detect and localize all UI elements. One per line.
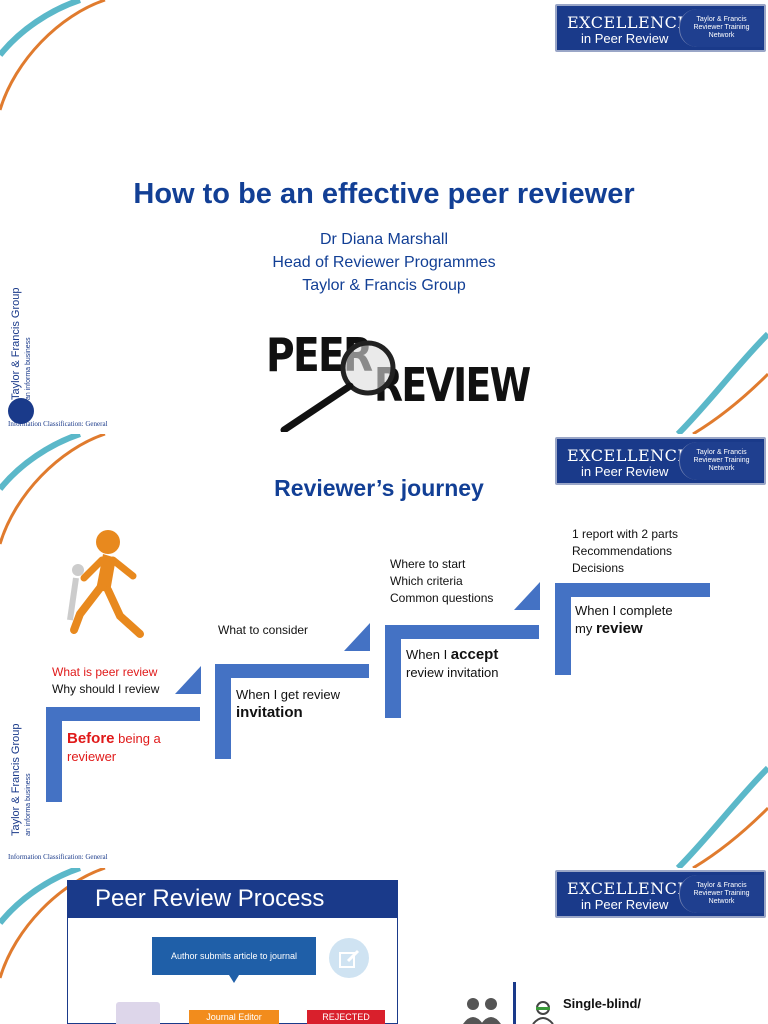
step-4-bar xyxy=(555,583,710,597)
corner-swoosh-top-left xyxy=(0,0,106,111)
logo-excellence: EXCELLENCE xyxy=(567,879,690,898)
brand-informa: an informa business xyxy=(25,337,32,400)
step-4-line-2: Recommendations xyxy=(572,544,673,558)
step-3-bar xyxy=(385,625,539,639)
speaker-role: Head of Reviewer Programmes xyxy=(272,254,496,271)
step-1-caption: Before being a reviewer xyxy=(67,730,161,764)
side-brand: Taylor & Francis Group an informa busine… xyxy=(4,260,32,400)
speech-bubble-icon xyxy=(116,1002,160,1024)
step-1-line-2: Why should I review xyxy=(52,682,160,696)
slide-2-title: Reviewer’s journey xyxy=(274,475,484,501)
side-brand: Taylor & Francis Group an informa busine… xyxy=(4,696,32,836)
speaker-org: Taylor & Francis Group xyxy=(302,277,466,294)
edit-icon xyxy=(329,938,369,978)
logo-network: Taylor & Francis Reviewer Training Netwo… xyxy=(693,16,750,39)
step-4-line-3: Decisions xyxy=(572,561,625,575)
step-2-bar xyxy=(215,664,369,678)
logo-network: Taylor & Francis Reviewer Training Netwo… xyxy=(693,882,750,905)
step-3-line-2: Which criteria xyxy=(390,574,463,588)
speaker-name: Dr Diana Marshall xyxy=(319,231,449,248)
brand-group: Taylor & Francis Group xyxy=(10,287,22,400)
slide-3: EXCELLENCE in Peer Review Taylor & Franc… xyxy=(0,868,768,1024)
corner-swoosh-top-left xyxy=(0,434,106,545)
logo-excellence: EXCELLENCE xyxy=(567,13,690,32)
step-1-bar xyxy=(46,707,200,721)
step-4-post xyxy=(555,583,571,675)
step-3-line-3: Common questions xyxy=(390,591,494,605)
author-submits-box: Author submits article to journal xyxy=(152,937,316,975)
slide-1-title: How to be an effective peer reviewer xyxy=(133,178,635,210)
brand-informa: an informa business xyxy=(25,773,32,836)
step-3-arrow xyxy=(514,582,540,610)
slide-3-title: Peer Review Process xyxy=(67,880,398,918)
logo-in-peer-review: in Peer Review xyxy=(581,464,669,479)
classification-label: Information Classification: General xyxy=(8,853,108,861)
step-2-line-1: What to consider xyxy=(218,623,309,637)
reviewer-icon xyxy=(532,1001,554,1024)
excellence-logo: EXCELLENCE in Peer Review Taylor & Franc… xyxy=(555,870,766,918)
single-blind-label: Single-blind/ xyxy=(563,996,641,1011)
brand-circle-icon xyxy=(8,398,34,424)
down-arrow-icon xyxy=(229,975,239,983)
logo-excellence: EXCELLENCE xyxy=(567,446,690,465)
divider-line xyxy=(513,982,516,1024)
rejected-box: REJECTED xyxy=(307,1010,385,1024)
journal-editor-box: Journal Editor xyxy=(189,1010,279,1024)
people-icon xyxy=(463,998,501,1024)
corner-swoosh-bottom-right xyxy=(675,331,768,434)
peer-review-image: PEER REVIEW xyxy=(266,322,531,432)
step-1-post xyxy=(46,707,62,802)
step-3-line-1: Where to start xyxy=(390,557,466,571)
step-2-post xyxy=(215,664,231,759)
corner-swoosh-top-left xyxy=(0,868,106,979)
corner-swoosh-bottom-right xyxy=(675,765,768,868)
brand-group: Taylor & Francis Group xyxy=(10,723,22,836)
slide-1: EXCELLENCE in Peer Review Taylor & Franc… xyxy=(0,0,768,434)
step-1-arrow xyxy=(175,666,201,694)
step-3-post xyxy=(385,625,401,718)
logo-in-peer-review: in Peer Review xyxy=(581,897,669,912)
step-2-arrow xyxy=(344,623,370,651)
classification-label: Information Classification: General xyxy=(8,420,108,428)
runner-figure-icon xyxy=(67,530,144,638)
logo-in-peer-review: in Peer Review xyxy=(581,31,669,46)
step-4-line-1: 1 report with 2 parts xyxy=(572,527,679,541)
excellence-logo: EXCELLENCE in Peer Review Taylor & Franc… xyxy=(555,437,766,485)
step-1-line-1: What is peer review xyxy=(52,665,158,679)
logo-network: Taylor & Francis Reviewer Training Netwo… xyxy=(693,449,750,472)
magnifying-glass-icon xyxy=(280,340,396,432)
slide-2: EXCELLENCE in Peer Review Taylor & Franc… xyxy=(0,434,768,868)
image-text-review: REVIEW xyxy=(374,358,531,412)
excellence-logo: EXCELLENCE in Peer Review Taylor & Franc… xyxy=(555,4,766,52)
